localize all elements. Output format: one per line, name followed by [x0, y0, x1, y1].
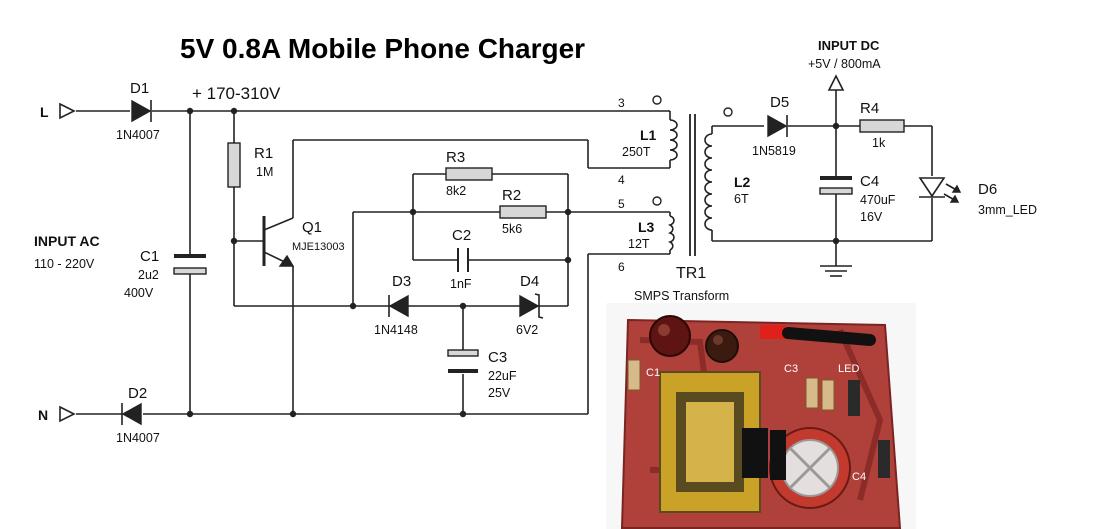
resistor-r2: R2 5k6: [499, 187, 547, 236]
svg-text:1N4007: 1N4007: [116, 128, 160, 142]
svg-text:+5V / 800mA: +5V / 800mA: [808, 57, 881, 71]
svg-text:16V: 16V: [860, 210, 883, 224]
resistor-r3: R3 8k2: [445, 149, 493, 198]
svg-text:MJE13003: MJE13003: [292, 241, 345, 253]
svg-text:1N4007: 1N4007: [116, 431, 160, 445]
svg-text:6T: 6T: [734, 192, 749, 206]
svg-text:1nF: 1nF: [450, 277, 472, 291]
capacitor-c1: C1 2u2 400V: [124, 248, 207, 300]
svg-text:D6: D6: [978, 181, 997, 198]
svg-text:400V: 400V: [124, 286, 154, 300]
svg-text:INPUT DC: INPUT DC: [818, 38, 880, 53]
diode-d2: D2 1N4007: [116, 385, 160, 445]
svg-text:R3: R3: [446, 149, 465, 166]
svg-text:LED: LED: [838, 363, 859, 375]
resistor-r1: R1 1M: [227, 142, 273, 188]
pin-6: 6: [618, 260, 625, 274]
svg-text:D4: D4: [520, 273, 539, 290]
terminal-neutral: N: [38, 405, 76, 423]
svg-text:C2: C2: [452, 227, 471, 244]
svg-text:L2: L2: [734, 174, 751, 190]
junction-dots: [186, 107, 840, 418]
svg-text:D1: D1: [130, 80, 149, 97]
svg-text:250T: 250T: [622, 145, 651, 159]
svg-text:D5: D5: [770, 94, 789, 111]
svg-text:C3: C3: [784, 363, 798, 375]
svg-text:6V2: 6V2: [516, 323, 538, 337]
svg-text:1N4148: 1N4148: [374, 323, 418, 337]
capacitor-c4: C4 470uF 16V: [819, 173, 896, 224]
input-ac-range: 110 - 220V: [34, 257, 95, 271]
svg-text:Q1: Q1: [302, 219, 322, 236]
diode-d1: D1 1N4007: [116, 80, 160, 142]
svg-text:D2: D2: [128, 385, 147, 402]
svg-text:5k6: 5k6: [502, 222, 522, 236]
svg-text:25V: 25V: [488, 386, 511, 400]
resistor-r4: R4 1k: [859, 100, 905, 150]
svg-text:R2: R2: [502, 187, 521, 204]
svg-text:12T: 12T: [628, 237, 650, 251]
svg-text:R1: R1: [254, 145, 273, 162]
diode-d3: D3 1N4148: [374, 273, 418, 337]
svg-text:L3: L3: [638, 219, 655, 235]
wires: [76, 86, 933, 415]
svg-text:22uF: 22uF: [488, 369, 517, 383]
svg-text:C3: C3: [488, 349, 507, 366]
svg-text:N: N: [38, 407, 48, 423]
zener-diode-d4: D4 6V2: [516, 273, 544, 337]
capacitor-c2: C2 1nF: [450, 227, 472, 291]
svg-text:8k2: 8k2: [446, 184, 466, 198]
svg-text:C4: C4: [860, 173, 879, 190]
led-d6: D6 3mm_LED: [918, 177, 1037, 217]
svg-text:TR1: TR1: [676, 265, 706, 282]
svg-text:1M: 1M: [256, 165, 273, 179]
svg-text:R4: R4: [860, 100, 879, 117]
svg-text:C1: C1: [646, 367, 660, 379]
svg-text:D3: D3: [392, 273, 411, 290]
pin-5: 5: [618, 197, 625, 211]
diode-d5: D5 1N5819: [752, 94, 796, 158]
svg-text:2u2: 2u2: [138, 268, 159, 282]
svg-text:470uF: 470uF: [860, 193, 896, 207]
transistor-q1: Q1 MJE13003: [262, 216, 345, 267]
pin-3: 3: [618, 96, 625, 110]
transformer-tr1: L1 250T L3 12T L2 6T TR1 SMPS Transform: [622, 95, 751, 303]
svg-text:1k: 1k: [872, 136, 886, 150]
svg-text:C1: C1: [140, 248, 159, 265]
terminal-line: L: [40, 102, 76, 120]
pin-4: 4: [618, 173, 625, 187]
svg-text:C4: C4: [852, 471, 866, 483]
capacitor-c3: C3 22uF 25V: [447, 349, 517, 400]
svg-text:1N5819: 1N5819: [752, 144, 796, 158]
ground-symbol: [820, 265, 852, 277]
pcb-photo: C1 C3 C4 LED: [606, 303, 916, 529]
rail-voltage-label: + 170-310V: [192, 84, 281, 103]
svg-text:SMPS Transform: SMPS Transform: [634, 289, 729, 303]
svg-text:L1: L1: [640, 127, 657, 143]
output-terminal: INPUT DC +5V / 800mA: [808, 38, 881, 91]
svg-text:3mm_LED: 3mm_LED: [978, 203, 1037, 217]
diagram-title: 5V 0.8A Mobile Phone Charger: [180, 33, 585, 64]
input-ac-label: INPUT AC: [34, 233, 100, 249]
svg-text:L: L: [40, 104, 49, 120]
